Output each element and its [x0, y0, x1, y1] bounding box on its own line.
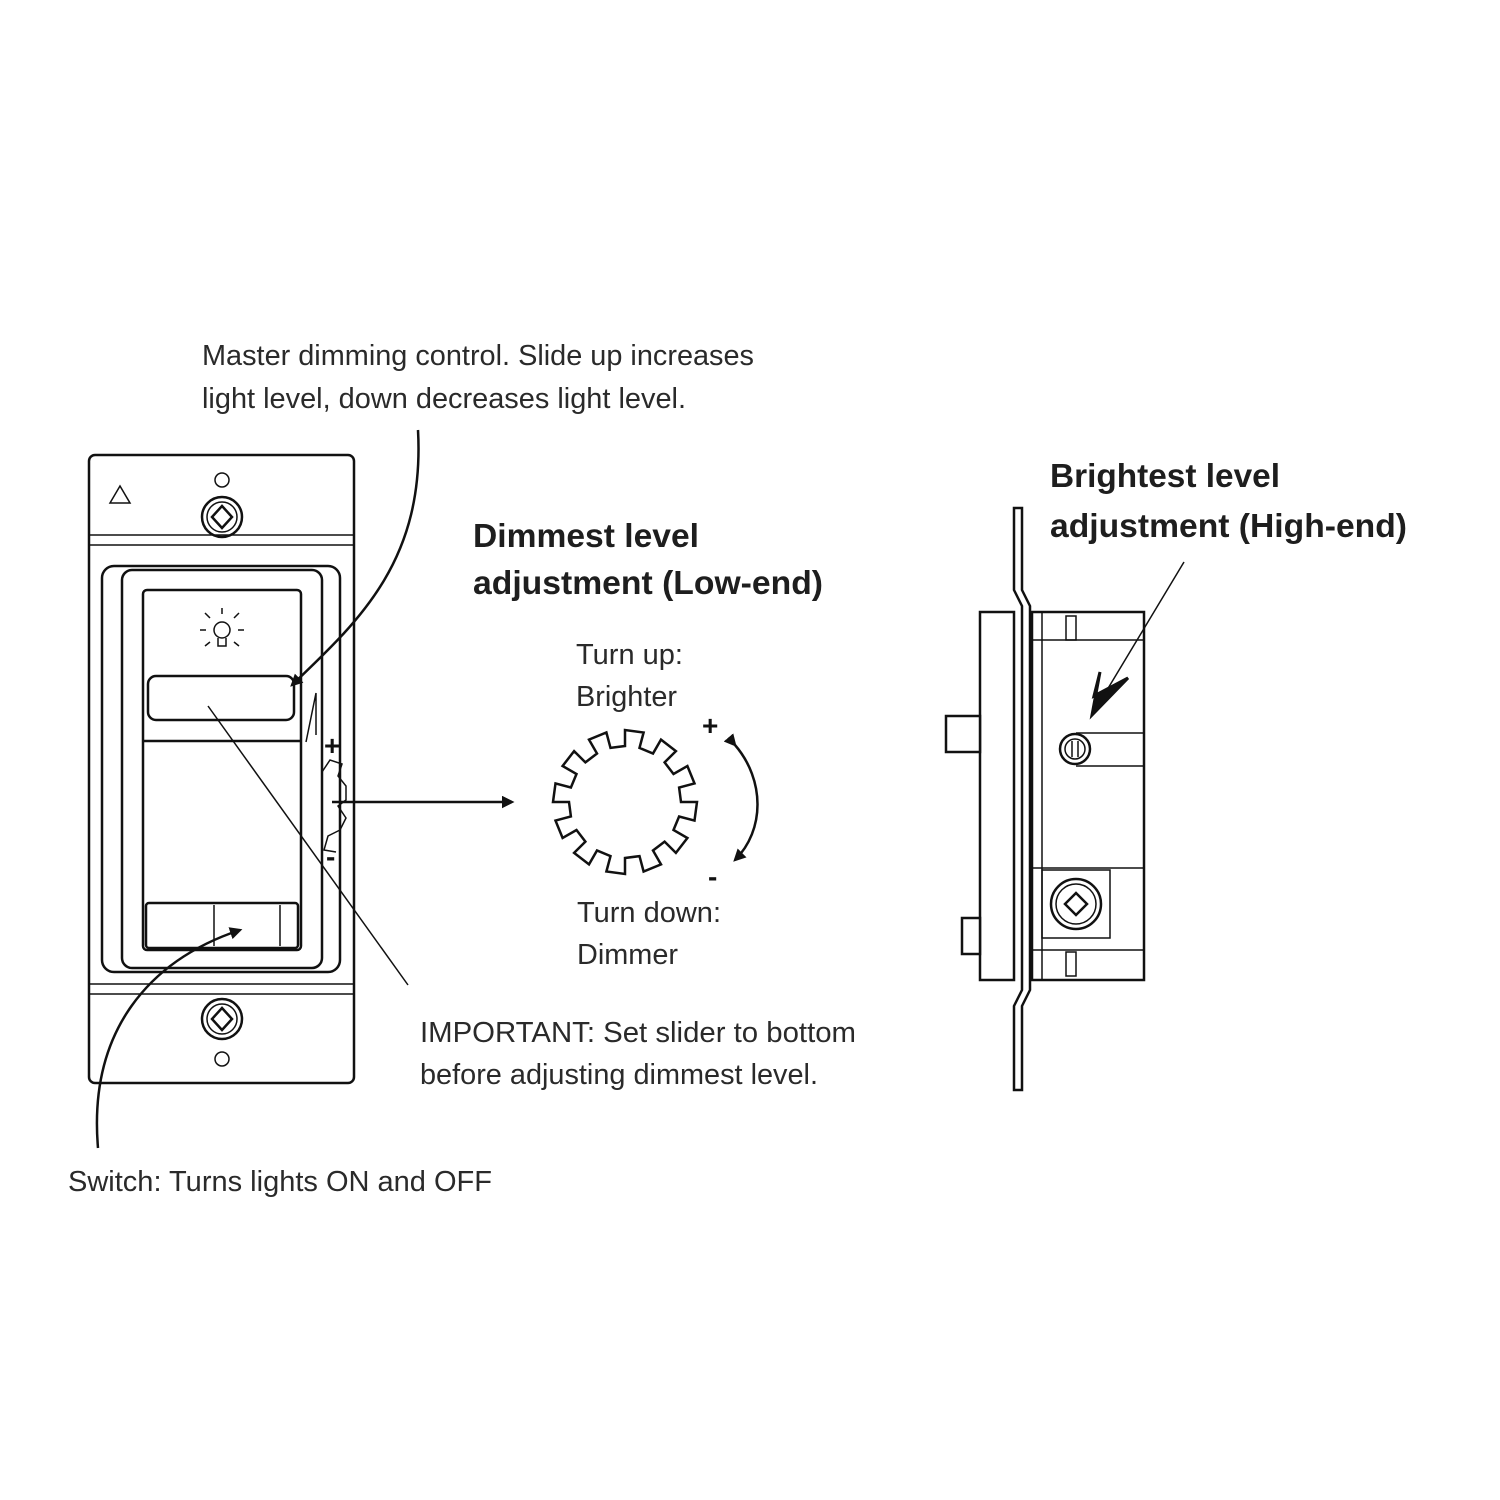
dimmest-heading-line1: Dimmest level	[473, 517, 699, 554]
important-note-line2: before adjusting dimmest level.	[420, 1059, 818, 1091]
screw-icon	[1049, 877, 1103, 931]
brightest-pointer-arrow	[1089, 671, 1130, 720]
plus-sign-small: +	[324, 730, 340, 761]
master-dimming-label-line1: Master dimming control. Slide up increas…	[202, 340, 754, 372]
master-dimming-label-line2: light level, down decreases light level.	[202, 383, 686, 415]
switch-arrow	[95, 927, 243, 1149]
minus-sign: -	[708, 861, 717, 892]
turn-up-label-line2: Brighter	[576, 681, 677, 713]
adjustment-wheel-icon	[551, 728, 699, 876]
screw-icon	[1058, 732, 1092, 766]
minus-sign-small: -	[326, 841, 335, 872]
important-leader-line	[207, 705, 409, 986]
switch-label: Switch: Turns lights ON and OFF	[68, 1166, 492, 1198]
rotation-arrow-icon	[723, 733, 759, 862]
dimmer-side-view	[944, 506, 1185, 1092]
brightest-heading-line2: adjustment (High-end)	[1050, 507, 1407, 544]
brightest-heading-line1: Brightest level	[1050, 457, 1280, 494]
important-note-line1: IMPORTANT: Set slider to bottom	[420, 1017, 856, 1049]
plus-sign: +	[702, 710, 718, 741]
dimmer-front-view: + -	[87, 453, 356, 1085]
turn-down-label-line2: Dimmer	[577, 939, 678, 971]
screw-icon	[200, 495, 244, 539]
screw-icon	[200, 997, 244, 1041]
turn-down-label-line1: Turn down:	[577, 897, 721, 929]
master-dimming-arrow	[290, 429, 420, 687]
light-bulb-icon	[200, 608, 244, 647]
warning-triangle-icon	[108, 484, 132, 504]
dimmest-heading-line2: adjustment (Low-end)	[473, 564, 823, 601]
turn-up-label-line1: Turn up:	[576, 639, 683, 671]
